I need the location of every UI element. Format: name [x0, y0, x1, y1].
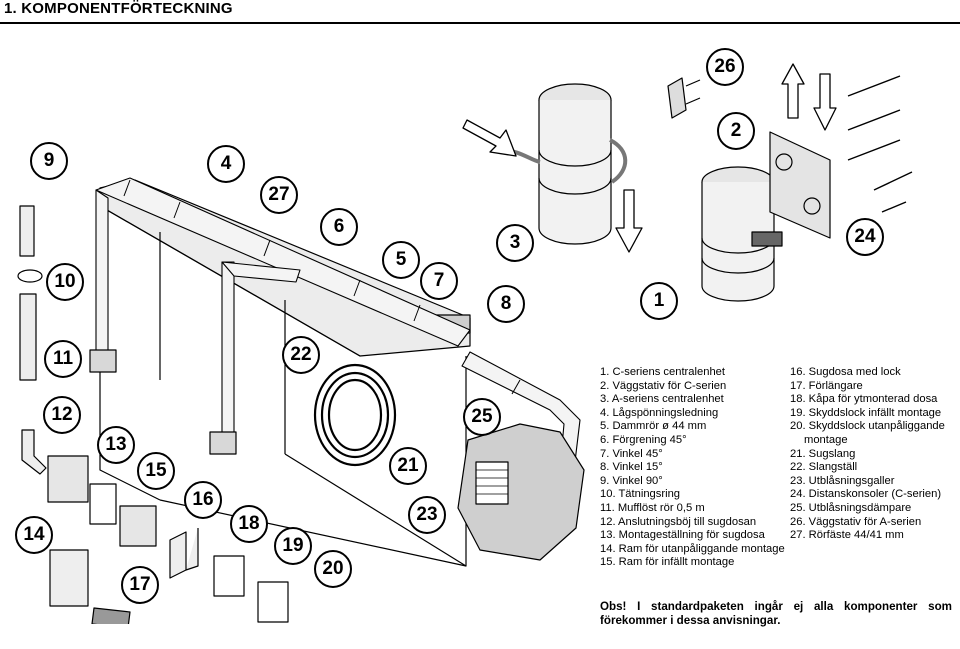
list-item-continuation: montage: [804, 433, 848, 446]
brick-wall: [457, 423, 585, 561]
callout-9: 9: [30, 142, 68, 180]
list-item: 10. Tätningsring: [600, 488, 681, 501]
list-item: 22. Slangställ: [790, 461, 858, 474]
callout-27: 27: [260, 176, 298, 214]
callout-24: 24: [846, 218, 884, 256]
list-item: 19. Skyddslock infällt montage: [790, 406, 942, 419]
list-item: 7. Vinkel 45°: [600, 447, 663, 460]
list-item: 26. Väggstativ för A-serien: [790, 515, 922, 528]
callout-8: 8: [487, 285, 525, 323]
page-title: 1. KOMPONENTFÖRTECKNING: [4, 0, 233, 17]
callout-20: 20: [314, 550, 352, 588]
list-item: 11. Mufflöst rör 0,5 m: [600, 501, 705, 514]
callout-11: 11: [44, 340, 82, 378]
callout-4: 4: [207, 145, 245, 183]
list-item: 14. Ram för utanpåliggande montage: [600, 542, 785, 555]
list-item: 6. Förgrening 45°: [600, 433, 687, 446]
callout-2: 2: [717, 112, 755, 150]
list-item: 9. Vinkel 90°: [600, 474, 663, 487]
callout-3: 3: [496, 224, 534, 262]
wall-stand-c: [769, 131, 831, 239]
wall-bracket-a: [667, 77, 701, 119]
list-item: 17. Förlängare: [790, 379, 863, 392]
list-item: 27. Rörfäste 44/41 mm: [790, 529, 904, 542]
list-item: 8. Vinkel 15°: [600, 461, 663, 474]
list-item: 2. Väggstativ för C-serien: [600, 379, 727, 392]
list-item: 21. Sugslang: [790, 447, 856, 460]
component-list-left: 1. C-seriens centralenhet 2. Väggstativ …: [600, 366, 785, 570]
distance-brackets: [847, 75, 913, 213]
list-item: 4. Lågspönningsledning: [600, 406, 719, 419]
callout-5: 5: [382, 241, 420, 279]
list-item: 15. Ram för infällt montage: [600, 556, 735, 569]
callout-14: 14: [15, 516, 53, 554]
central-unit-c: [701, 166, 783, 302]
component-list-right: 16. Sugdosa med lock 17. Förlängare 18. …: [790, 366, 945, 543]
callout-13: 13: [97, 426, 135, 464]
callout-7: 7: [420, 262, 458, 300]
list-item: 20. Skyddslock utanpåliggande: [790, 420, 945, 433]
list-item: 5. Dammrör ø 44 mm: [600, 420, 707, 433]
list-item: 24. Distanskonsoler (C-serien): [790, 488, 942, 501]
callout-15: 15: [137, 452, 175, 490]
callout-25: 25: [463, 398, 501, 436]
callout-23: 23: [408, 496, 446, 534]
dust-pipe: [95, 177, 581, 471]
list-item: 12. Anslutningsböj till sugdosan: [600, 515, 757, 528]
callout-21: 21: [389, 447, 427, 485]
callout-1: 1: [640, 282, 678, 320]
central-unit-a: [499, 83, 628, 245]
callout-18: 18: [230, 505, 268, 543]
callout-17: 17: [121, 566, 159, 604]
list-item: 25. Utblåsningsdämpare: [790, 501, 912, 514]
callout-19: 19: [274, 527, 312, 565]
inlet-box: [89, 349, 117, 373]
callout-26: 26: [706, 48, 744, 86]
installation-diagram: [17, 63, 913, 624]
suction-hose: [313, 363, 397, 467]
list-item: 1. C-seriens centralenhet: [600, 366, 725, 378]
list-item: 16. Sugdosa med lock: [790, 366, 901, 378]
list-item: 23. Utblåsningsgaller: [790, 474, 895, 487]
title-rule: [0, 22, 960, 24]
callout-12: 12: [43, 396, 81, 434]
list-item: 13. Montageställning för sugdosa: [600, 529, 765, 542]
callout-10: 10: [46, 263, 84, 301]
direction-arrows: [462, 63, 837, 253]
list-item: 18. Kåpa för ytmonterad dosa: [790, 393, 938, 406]
callout-16: 16: [184, 481, 222, 519]
callout-6: 6: [320, 208, 358, 246]
list-item: 3. A-seriens centralenhet: [600, 393, 724, 406]
loose-components: [17, 205, 289, 624]
standard-package-note: Obs! I standardpaketen ingår ej alla kom…: [600, 600, 952, 627]
callout-22: 22: [282, 336, 320, 374]
